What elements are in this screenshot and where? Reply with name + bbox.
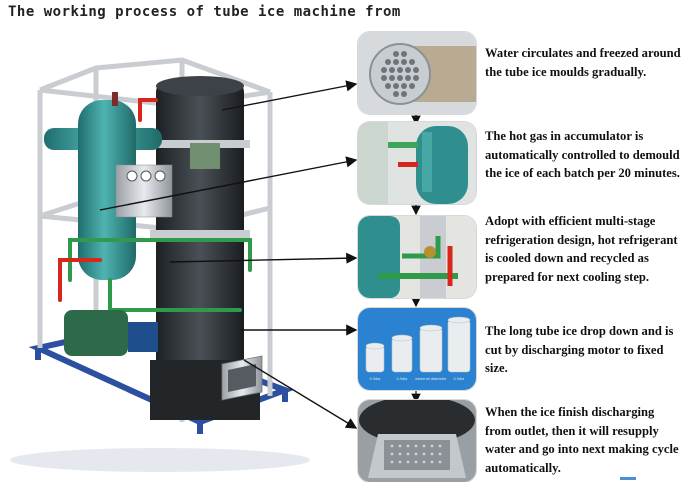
ice-discharge-outlet-icon <box>358 400 476 482</box>
step-5-text: When the ice finish discharging from out… <box>485 405 679 475</box>
tube-ice-machine-illustration <box>10 57 310 472</box>
step-1-text: Water circulates and freezed around the … <box>485 46 681 79</box>
ice-label-3: external diameter <box>415 377 447 381</box>
green-accumulator-tank-icon <box>358 122 476 204</box>
step-1-image <box>358 32 476 114</box>
floor-shadow <box>10 448 310 472</box>
cylindrical-tube-ice-samples-icon: 0.5dia 0.5dia external diameter 0.5dia <box>358 308 476 390</box>
step-2-image <box>358 122 476 204</box>
step-3-image <box>358 216 476 298</box>
valve-box <box>190 143 220 169</box>
ice-label-4: 0.5dia <box>454 377 465 381</box>
corner-decoration <box>620 477 636 480</box>
ice-label-2: 0.5dia <box>397 377 408 381</box>
step-2-text: The hot gas in accumulator is automatica… <box>485 129 680 180</box>
step-5-image <box>358 400 476 482</box>
ice-label-1: 0.5dia <box>370 377 381 381</box>
tube-bundle-evaporator-icon <box>358 32 476 114</box>
green-refrigeration-piping-icon <box>358 216 476 298</box>
compressor <box>64 310 128 356</box>
step-3-text: Adopt with efficient multi-stage refrige… <box>485 214 678 284</box>
step-4-text: The long tube ice drop down and is cut b… <box>485 324 674 375</box>
step-4-image: 0.5dia 0.5dia external diameter 0.5dia <box>358 308 476 390</box>
diagram-title: The working process of tube ice machine … <box>8 4 401 20</box>
